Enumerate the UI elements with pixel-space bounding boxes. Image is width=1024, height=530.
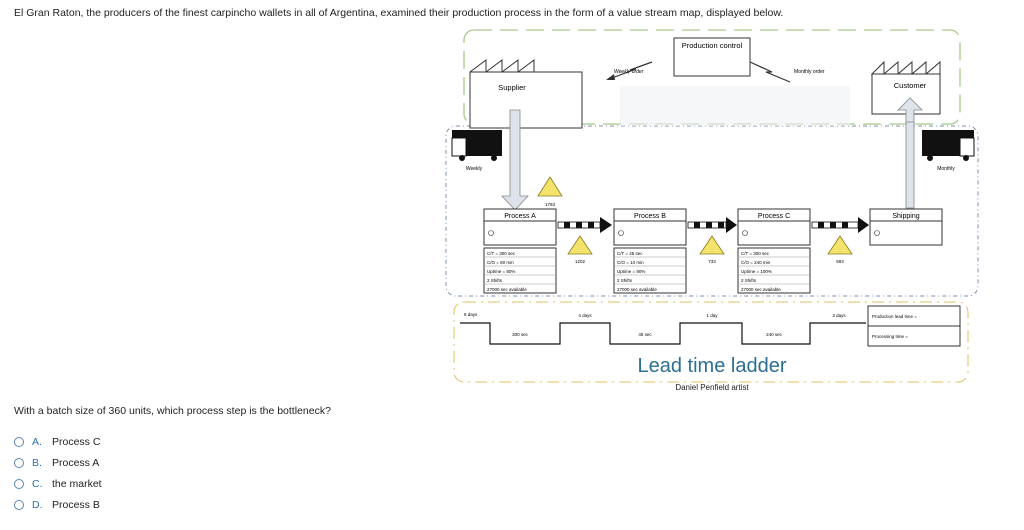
production-control-box <box>673 37 751 77</box>
svg-text:C/O = 10 min: C/O = 10 min <box>617 260 644 265</box>
customer-truck-icon <box>922 130 975 161</box>
svg-text:27000 sec available: 27000 sec available <box>617 287 657 292</box>
processing-time-box <box>867 325 961 347</box>
process-a-data-box: C/T = 300 sec C/O = 60 min Uptime = 80% … <box>483 247 557 294</box>
weekly-label: Weekly <box>466 166 483 172</box>
svg-text:Uptime = 90%: Uptime = 90% <box>617 269 645 274</box>
process-b-box: Process B <box>613 208 687 246</box>
process-c-data-box: C/T = 300 sec C/O = 240 min Uptime = 100… <box>737 247 811 294</box>
process-a-label: Process A <box>504 213 536 220</box>
supplier-shipment-arrow <box>501 109 529 211</box>
inventory-triangle-bc <box>699 235 725 255</box>
intro-text: El Gran Raton, the producers of the fine… <box>14 7 784 19</box>
push-arrow-bc <box>687 217 737 233</box>
value-stream-map: Production control Supplier Customer Wee… <box>440 26 980 398</box>
monthly-order-label: Monthly order <box>794 69 825 75</box>
push-arrow-cs <box>811 217 869 233</box>
svg-text:C/O = 60 min: C/O = 60 min <box>487 260 514 265</box>
answer-choices: A. Process C B. Process A C. the market … <box>14 431 102 515</box>
svg-text:C/T = 45 sec: C/T = 45 sec <box>617 251 643 256</box>
radio-button-icon[interactable] <box>14 436 24 447</box>
option-c[interactable]: C. the market <box>14 473 102 494</box>
inventory-1783: 1783 <box>545 202 556 207</box>
shipping-box: Shipping <box>869 208 943 246</box>
svg-text:2 Shifts: 2 Shifts <box>741 278 757 283</box>
processing-time-label: Processing time = <box>872 334 908 339</box>
inventory-triangle-ab <box>567 235 593 255</box>
svg-text:2 Shifts: 2 Shifts <box>487 278 503 283</box>
inventory-triangle-cs <box>827 235 853 255</box>
process-a-box: Process A <box>483 208 557 246</box>
ladder-days-1: 6 days <box>464 312 478 317</box>
svg-text:27000 sec available: 27000 sec available <box>487 287 527 292</box>
option-letter: C. <box>32 477 43 490</box>
ladder-days-2: 4 days <box>578 313 592 318</box>
inventory-1202: 1202 <box>575 259 586 264</box>
push-arrow-ab <box>557 217 612 233</box>
inventory-593: 593 <box>836 259 844 264</box>
process-b-label: Process B <box>634 213 666 220</box>
process-b-data-box: C/T = 45 sec C/O = 10 min Uptime = 90% 2… <box>613 247 687 294</box>
process-c-box: Process C <box>737 208 811 246</box>
option-letter: D. <box>32 498 43 511</box>
option-letter: A. <box>32 435 42 448</box>
monthly-order-line <box>749 61 791 83</box>
question-text: With a batch size of 360 units, which pr… <box>14 405 331 417</box>
svg-text:C/O = 240 min: C/O = 240 min <box>741 260 771 265</box>
radio-button-icon[interactable] <box>14 499 24 510</box>
ladder-days-4: 3 days <box>832 313 846 318</box>
ladder-secs-3: 240 sec <box>766 332 783 337</box>
monthly-label: Monthly <box>937 166 955 172</box>
option-text: the market <box>52 477 102 490</box>
weekly-order-label: Weekly order <box>614 69 644 75</box>
ladder-region <box>453 301 969 383</box>
option-b[interactable]: B. Process A <box>14 452 102 473</box>
supplier-factory-icon <box>469 59 583 129</box>
svg-text:2 Shifts: 2 Shifts <box>617 278 633 283</box>
artist-credit: Daniel Penfield artist <box>675 383 749 392</box>
svg-text:27000 sec available: 27000 sec available <box>741 287 781 292</box>
radio-button-icon[interactable] <box>14 478 24 489</box>
svg-text:Uptime = 100%: Uptime = 100% <box>741 269 772 274</box>
weekly-order-line <box>611 61 653 79</box>
ladder-title: Lead time ladder <box>638 355 787 377</box>
customer-label: Customer <box>894 81 927 90</box>
ladder-days-3: 1 day <box>706 313 718 318</box>
ladder-secs-1: 300 sec <box>512 332 529 337</box>
radio-button-icon[interactable] <box>14 457 24 468</box>
svg-text:C/T = 300 sec: C/T = 300 sec <box>487 251 516 256</box>
option-a[interactable]: A. Process C <box>14 431 102 452</box>
shipping-label: Shipping <box>892 213 919 220</box>
production-lead-time-label: Production lead time = <box>872 314 917 319</box>
supplier-truck-icon <box>451 130 502 161</box>
option-text: Process C <box>52 435 101 448</box>
ladder-secs-2: 45 sec <box>638 332 652 337</box>
inventory-733: 733 <box>708 259 716 264</box>
inventory-triangle-supplier <box>537 176 563 197</box>
production-control-label: Production control <box>682 41 743 50</box>
svg-text:C/T = 300 sec: C/T = 300 sec <box>741 251 770 256</box>
svg-text:Uptime = 80%: Uptime = 80% <box>487 269 515 274</box>
supplier-label: Supplier <box>498 83 526 92</box>
process-c-label: Process C <box>758 213 790 220</box>
option-text: Process B <box>52 498 100 511</box>
option-text: Process A <box>52 456 100 469</box>
option-letter: B. <box>32 456 42 469</box>
option-d[interactable]: D. Process B <box>14 494 102 515</box>
lead-time-ladder-line <box>460 322 866 345</box>
